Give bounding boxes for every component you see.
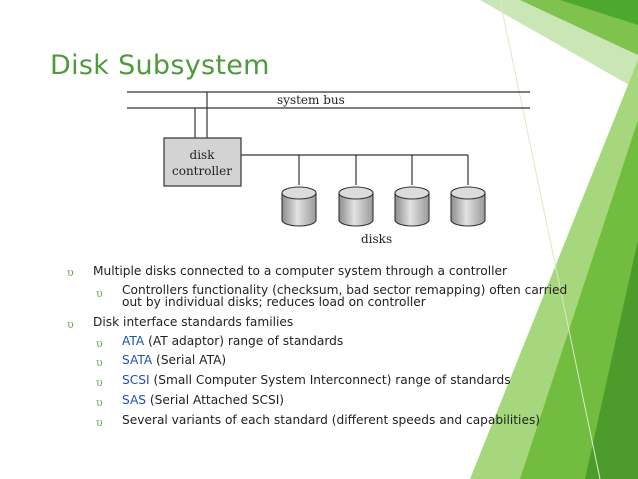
bullet-sata: SATA (Serial ATA) bbox=[122, 353, 227, 367]
disk-4 bbox=[450, 186, 486, 227]
ata-description: (AT adaptor) range of standards bbox=[144, 334, 344, 348]
disk-controller-box bbox=[163, 137, 242, 187]
bullet-scsi: SCSI (Small Computer System Interconnect… bbox=[122, 373, 511, 387]
bullet-interface-families: Disk interface standards families bbox=[93, 315, 294, 329]
disk-1 bbox=[281, 186, 317, 227]
bullet-marker: υ bbox=[67, 318, 74, 331]
bullet-marker: υ bbox=[67, 266, 74, 279]
bullet-marker: υ bbox=[96, 287, 103, 300]
bullet-marker: υ bbox=[96, 337, 103, 350]
bullet-multiple-disks: Multiple disks connected to a computer s… bbox=[93, 264, 508, 278]
bullet-sas: SAS (Serial Attached SCSI) bbox=[122, 393, 285, 407]
bullet-marker: υ bbox=[96, 376, 103, 389]
bottom-right-dark-shape bbox=[585, 240, 638, 479]
scsi-link[interactable]: SCSI bbox=[122, 373, 150, 387]
sas-description: (Serial Attached SCSI) bbox=[146, 393, 285, 407]
system-bus-label: system bus bbox=[277, 93, 345, 107]
sata-link[interactable]: SATA bbox=[122, 353, 153, 367]
bullet-marker: υ bbox=[96, 416, 103, 429]
bullet-marker: υ bbox=[96, 356, 103, 369]
scsi-description: (Small Computer System Interconnect) ran… bbox=[149, 373, 511, 387]
top-right-dark-shape bbox=[560, 0, 638, 25]
ata-link[interactable]: ATA bbox=[122, 334, 145, 348]
bullet-ata: ATA (AT adaptor) range of standards bbox=[122, 334, 344, 348]
bullet-controller-functionality-line1: Controllers functionality (checksum, bad… bbox=[122, 283, 568, 297]
disk-3 bbox=[394, 186, 430, 227]
disk-controller-label-line2: controller bbox=[172, 164, 232, 178]
bullet-controller-functionality-line2: out by individual disks; reduces load on… bbox=[122, 295, 426, 309]
sas-link[interactable]: SAS bbox=[122, 393, 147, 407]
slide-title: Disk Subsystem bbox=[50, 50, 270, 81]
bullet-marker: υ bbox=[96, 396, 103, 409]
disks-label: disks bbox=[361, 232, 392, 246]
decor-thin-line bbox=[499, 0, 601, 479]
bullet-variants: Several variants of each standard (diffe… bbox=[122, 413, 541, 427]
sata-description: (Serial ATA) bbox=[152, 353, 227, 367]
disk-2 bbox=[338, 186, 374, 227]
disk-controller-label-line1: disk bbox=[190, 148, 216, 162]
